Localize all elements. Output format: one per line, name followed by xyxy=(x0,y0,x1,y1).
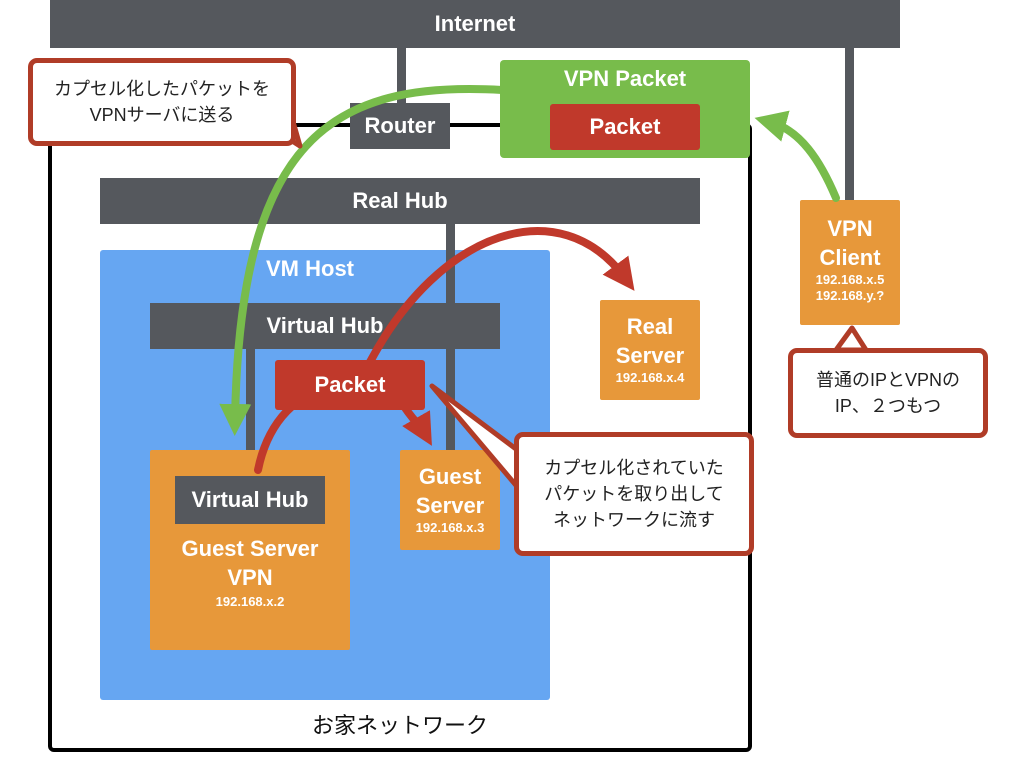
callout-right: 普通のIPとVPNの IP、２つもつ xyxy=(788,348,988,438)
home-network-label: お家ネットワーク xyxy=(311,713,488,738)
real-server-ip: 192.168.x.4 xyxy=(615,370,685,385)
internet-vpn-client-line xyxy=(845,48,854,203)
real-server: Real Server 192.168.x.4 xyxy=(600,300,700,400)
guest-server-vpn-title1: Guest Server xyxy=(181,536,319,561)
guest-server-vpn-ip: 192.168.x.2 xyxy=(215,594,285,609)
callout-middle: カプセル化されていた パケットを取り出して ネットワークに流す xyxy=(514,432,754,556)
callout-middle-line1: カプセル化されていた xyxy=(544,458,724,478)
real-server-title1: Real xyxy=(626,314,674,339)
virtual-hub-bar: Virtual Hub xyxy=(150,303,500,349)
guest-server-title2: Server xyxy=(415,493,485,518)
guest-server-ip: 192.168.x.3 xyxy=(415,520,485,535)
green-arrow-from-vpn-client xyxy=(754,110,840,202)
vpn-client-ip2: 192.168.y.? xyxy=(815,288,885,303)
vpn-packet-inner-packet: Packet xyxy=(550,104,700,150)
real-hub-bar: Real Hub xyxy=(100,178,700,224)
vpn-client-title2: Client xyxy=(819,245,881,270)
router-box: Router xyxy=(350,103,450,149)
callout-right-line2: IP、２つもつ xyxy=(834,396,942,416)
packet-box: Packet xyxy=(275,360,425,410)
callout-right-line1: 普通のIPとVPNの xyxy=(815,370,961,390)
callout-middle-line2: パケットを取り出して xyxy=(544,484,724,504)
callout-tail-right xyxy=(833,325,869,353)
guest-server-title1: Guest xyxy=(418,464,482,489)
callout-top-left-line1: カプセル化したパケットを xyxy=(54,79,270,99)
real-server-title2: Server xyxy=(615,343,685,368)
callout-top-left: カプセル化したパケットを VPNサーバに送る xyxy=(28,58,296,146)
callout-tail-middle xyxy=(429,383,523,493)
callout-top-left-line2: VPNサーバに送る xyxy=(89,105,235,125)
vm-host-label: VM Host xyxy=(266,256,354,281)
virtual-hub-inner: Virtual Hub xyxy=(175,476,325,524)
callout-middle-line3: ネットワークに流す xyxy=(553,510,715,530)
guest-server-vpn-title2: VPN xyxy=(227,565,273,590)
red-arrow-to-real-server xyxy=(366,227,635,366)
internet-router-line xyxy=(397,48,406,128)
vpn-client-title1: VPN xyxy=(827,216,873,241)
vpn-client: VPN Client 192.168.x.5 192.168.y.? xyxy=(800,200,900,325)
guest-server: Guest Server 192.168.x.3 xyxy=(400,450,500,550)
green-arrow-to-vpn-server xyxy=(219,85,506,436)
internet-bar: Internet xyxy=(50,0,900,48)
vpn-client-ip1: 192.168.x.5 xyxy=(815,272,885,287)
vpn-packet-label: VPN Packet xyxy=(563,66,687,91)
